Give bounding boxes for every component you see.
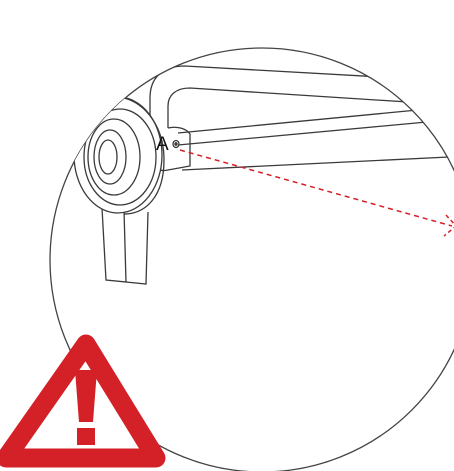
fitting-bolt — [172, 139, 180, 149]
wheel-ring-1 — [83, 108, 157, 206]
leg-post-edge — [123, 209, 127, 283]
frame-tube-inner — [167, 87, 454, 128]
wheel-rim-side — [117, 96, 165, 215]
fitting-bolt-center — [174, 142, 178, 146]
warning-triangle-icon — [0, 334, 166, 468]
cross-rail-lower — [177, 117, 454, 146]
direction-arrow — [179, 149, 454, 237]
wheel-ring-2 — [87, 118, 141, 196]
frame-lower-edge — [181, 155, 454, 171]
part-label-a: A — [156, 134, 169, 155]
wheel-ring-3 — [93, 129, 127, 185]
wheel-hub — [98, 139, 118, 175]
